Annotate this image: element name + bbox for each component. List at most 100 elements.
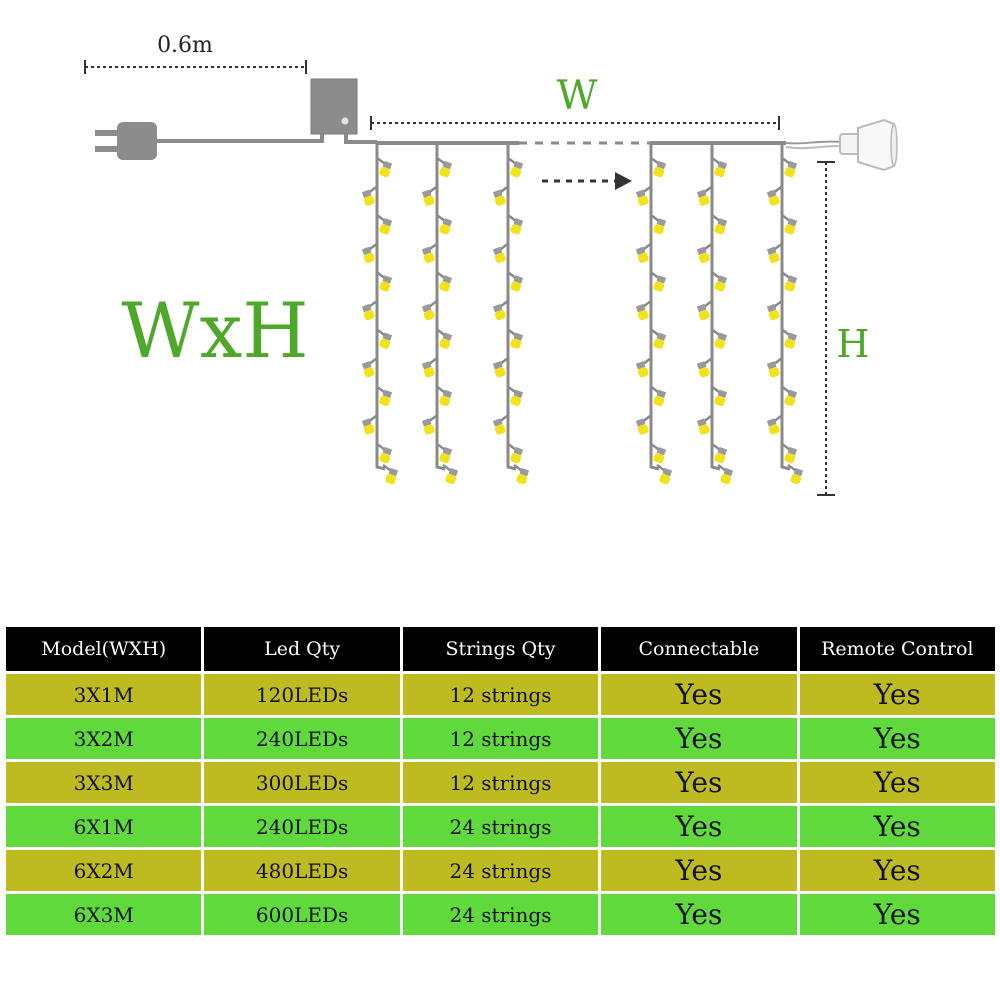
header-model: Model(WXH) [6,627,202,671]
led-bulb-icon [421,185,438,206]
led-bulb-icon [766,414,783,435]
led-bulb-icon [421,299,438,321]
table-row: 6X2M 480LEDs 24 strings Yes Yes [6,850,995,891]
size-label: WxH [121,286,308,375]
led-bulb-icon [781,442,798,464]
led-bulb-icon [650,328,667,349]
led-bulb-icon [711,385,728,407]
cell-connectable: Yes [601,762,797,803]
led-bulb-icon [376,442,393,464]
cell-led-qty: 240LEDs [204,718,400,759]
cell-strings-qty: 24 strings [402,850,599,891]
cell-remote-control: Yes [799,850,995,891]
cell-remote-control: Yes [799,762,995,803]
table-row: 6X1M 240LEDs 24 strings Yes Yes [6,806,995,847]
led-bulb-icon [635,357,652,378]
led-bulb-icon [421,242,438,264]
cell-connectable: Yes [601,674,797,715]
cell-model: 6X2M [6,850,202,891]
led-bulb-icon [717,463,734,485]
led-bulb-icon [507,385,524,407]
led-bulb-icon [696,357,713,378]
led-bulb-icon [492,357,509,378]
led-bulb-icon [382,463,399,485]
cell-model: 3X1M [6,674,202,715]
width-label: W [556,73,597,119]
led-bulb-icon [656,463,673,485]
led-bulb-icon [436,271,453,292]
cell-model: 6X3M [6,894,202,935]
led-bulb-icon [421,357,438,378]
led-bulb-icon [650,214,667,235]
led-bulb-icon [507,271,524,292]
led-bulb-icon [376,156,393,178]
led-bulb-icon [696,414,713,435]
led-bulb-icon [436,385,453,407]
led-bulb-icon [507,214,524,235]
led-bulb-icon [650,385,667,407]
led-bulb-icon [635,185,652,206]
led-bulb-icon [442,463,459,485]
led-strand-wire [435,143,446,471]
led-bulb-icon [635,242,652,264]
cell-connectable: Yes [601,806,797,847]
led-strand-wire [780,143,791,471]
led-bulb-icon [711,271,728,292]
led-bulb-icon [492,242,509,264]
led-bulb-icon [650,442,667,464]
led-bulb-icon [711,328,728,349]
cell-led-qty: 240LEDs [204,806,400,847]
curtain-light-diagram: 0.6m W H Wx [84,33,898,496]
led-bulb-icon [696,242,713,264]
led-strand-wire [649,143,660,471]
led-bulb-icon [711,214,728,235]
led-bulb-icon [376,385,393,407]
led-bulb-icon [766,299,783,321]
led-bulb-icon [650,271,667,292]
cell-connectable: Yes [601,718,797,759]
led-bulb-icon [711,156,728,178]
led-strands [361,143,804,485]
led-bulb-icon [436,156,453,178]
led-bulb-icon [361,414,378,435]
cell-remote-control: Yes [799,674,995,715]
led-bulb-icon [781,214,798,235]
header-remote-control: Remote Control [799,627,995,671]
cell-strings-qty: 24 strings [402,806,599,847]
power-plug-icon [95,122,157,160]
led-bulb-icon [361,242,378,264]
cell-connectable: Yes [601,894,797,935]
led-bulb-icon [361,185,378,206]
cell-remote-control: Yes [799,718,995,759]
cell-led-qty: 300LEDs [204,762,400,803]
plug-cable-length-label: 0.6m [157,33,213,58]
header-strings-qty: Strings Qty [402,627,599,671]
cell-strings-qty: 12 strings [402,762,599,803]
height-label: H [836,322,869,366]
led-strand-wire [710,143,721,471]
led-bulb-icon [635,414,652,435]
controller-output-cable [344,134,377,144]
led-bulb-icon [696,299,713,321]
table-row: 3X1M 120LEDs 12 strings Yes Yes [6,674,995,715]
arrow-right-icon [542,172,632,190]
table-row: 3X3M 300LEDs 12 strings Yes Yes [6,762,995,803]
led-bulb-icon [766,185,783,206]
end-connector-icon [785,118,898,172]
led-bulb-icon [513,463,530,485]
cell-led-qty: 120LEDs [204,674,400,715]
cell-model: 3X3M [6,762,202,803]
cell-remote-control: Yes [799,894,995,935]
led-bulb-icon [711,442,728,464]
cell-model: 6X1M [6,806,202,847]
supply-cable [157,134,324,143]
cell-strings-qty: 12 strings [402,674,599,715]
led-bulb-icon [650,156,667,178]
table-header-row: Model(WXH) Led Qty Strings Qty Connectab… [6,627,995,671]
led-bulb-icon [492,414,509,435]
table-row: 6X3M 600LEDs 24 strings Yes Yes [6,894,995,935]
table-row: 3X2M 240LEDs 12 strings Yes Yes [6,718,995,759]
controller-box-icon [310,78,358,135]
led-bulb-icon [781,156,798,178]
header-led-qty: Led Qty [204,627,400,671]
